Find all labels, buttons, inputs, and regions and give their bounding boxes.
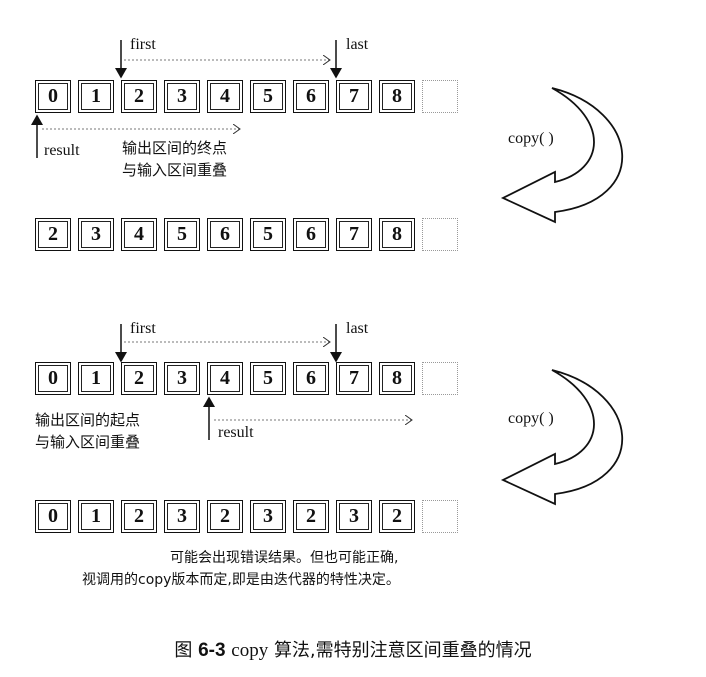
array-cell: 3	[164, 80, 200, 113]
first-label-1: first	[130, 36, 156, 53]
copy-label-1: copy( )	[508, 130, 554, 147]
array-cell: 3	[78, 218, 114, 251]
note-line1-2: 输出区间的起点	[35, 411, 141, 429]
array-cell: 5	[250, 218, 286, 251]
last-label-2: last	[346, 320, 369, 337]
array-cell: 3	[164, 500, 200, 533]
array-cell: 1	[78, 362, 114, 395]
array-cell: 5	[250, 80, 286, 113]
array-cell: 3	[336, 500, 372, 533]
array-cell: 4	[121, 218, 157, 251]
caption-prefix: 图	[174, 640, 193, 661]
array-cell: 3	[250, 500, 286, 533]
result-label-1: result	[44, 142, 80, 159]
array-cell: 0	[35, 500, 71, 533]
figure-caption: 图 6-3 copy 算法,需特别注意区间重叠的情况	[0, 636, 706, 662]
array-cell: 0	[35, 80, 71, 113]
array-cell: 1	[78, 500, 114, 533]
array-cell: 2	[379, 500, 415, 533]
array-cell: 4	[207, 362, 243, 395]
diagram2-arrows	[115, 324, 624, 506]
array-cell: 6	[293, 80, 329, 113]
array-cell: 2	[121, 80, 157, 113]
caption-text: 算法,需特别注意区间重叠的情况	[273, 640, 532, 661]
array-cell: 2	[293, 500, 329, 533]
result-note-line2: 视调用的copy版本而定,即是由迭代器的特性决定。	[82, 572, 400, 588]
array-cell: 5	[164, 218, 200, 251]
note-line1-1: 输出区间的终点	[122, 139, 228, 157]
array-cell: 2	[207, 500, 243, 533]
array-cell-empty	[422, 218, 458, 251]
array-cell: 7	[336, 362, 372, 395]
array-cell: 3	[164, 362, 200, 395]
last-label-1: last	[346, 36, 369, 53]
array-cell: 8	[379, 362, 415, 395]
array-cell: 8	[379, 218, 415, 251]
first-label-2: first	[130, 320, 156, 337]
array-cell: 2	[121, 500, 157, 533]
array-cell: 2	[35, 218, 71, 251]
array-cell-empty	[422, 500, 458, 533]
array-cell: 0	[35, 362, 71, 395]
array-cell: 6	[293, 218, 329, 251]
copy-label-2: copy( )	[508, 410, 554, 427]
array-cell: 2	[121, 362, 157, 395]
note-line2-1: 与输入区间重叠	[122, 161, 228, 179]
array-cell-empty	[422, 80, 458, 113]
array-cell: 1	[78, 80, 114, 113]
result-label-2: result	[218, 424, 254, 441]
array-cell: 5	[250, 362, 286, 395]
array-cell: 6	[293, 362, 329, 395]
copy-curved-arrow-2	[500, 369, 624, 506]
array-cell: 7	[336, 218, 372, 251]
array-cell-empty	[422, 362, 458, 395]
array-cell: 8	[379, 80, 415, 113]
array-cell: 6	[207, 218, 243, 251]
caption-code: copy	[231, 640, 269, 661]
array-cell: 4	[207, 80, 243, 113]
figure-number: 6-3	[198, 640, 226, 661]
diagram1-arrows	[31, 40, 624, 224]
copy-curved-arrow-1	[500, 87, 624, 224]
note-line2-2: 与输入区间重叠	[35, 433, 141, 451]
array-cell: 7	[336, 80, 372, 113]
result-note-line1: 可能会出现错误结果。但也可能正确,	[170, 550, 399, 566]
